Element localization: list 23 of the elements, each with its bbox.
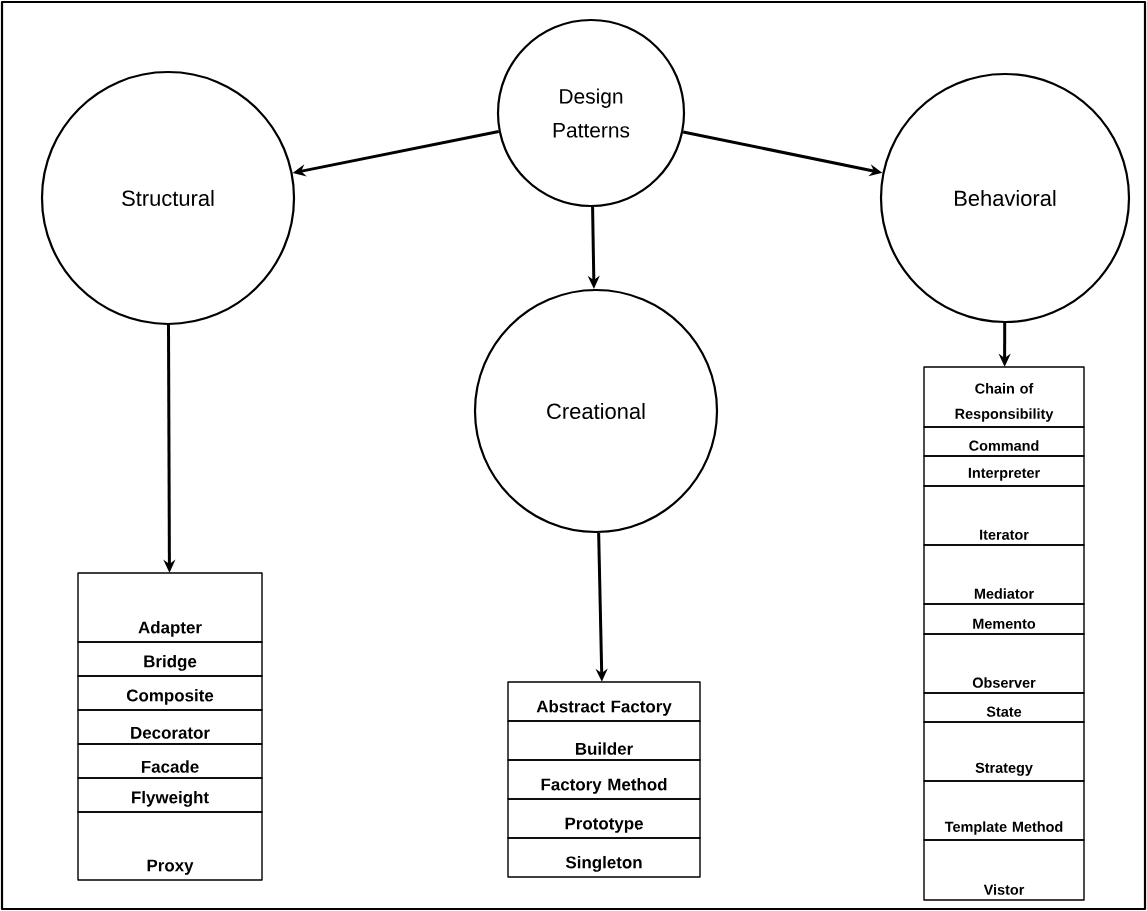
table-cell: Observer (923, 633, 1085, 694)
table-cell: Mediator (923, 544, 1085, 605)
table-cell: Singleton (507, 837, 701, 878)
table-cell: Adapter (77, 572, 263, 643)
table-cell: Iterator (923, 485, 1085, 546)
table-cell: Memento (923, 603, 1085, 635)
table-cell: Command (923, 426, 1085, 457)
table-cell: Prototype (507, 798, 701, 839)
table-cell: Abstract Factory (507, 681, 701, 722)
table-cell: Factory Method (507, 759, 701, 800)
table-cell: Interpreter (923, 455, 1085, 487)
table-cell: Chain of Responsibility (923, 366, 1085, 428)
table-cell: Template Method (923, 780, 1085, 841)
table-cell: Bridge (77, 641, 263, 677)
table-cell: Flyweight (77, 777, 263, 813)
table-cell: Proxy (77, 811, 263, 881)
table-cell: Vistor (923, 839, 1085, 901)
table-cell: Composite (77, 675, 263, 711)
table-cell: State (923, 692, 1085, 723)
table-cell: Strategy (923, 721, 1085, 782)
table-cell: Decorator (77, 709, 263, 745)
table-cell: Facade (77, 743, 263, 779)
table-cell: Builder (507, 720, 701, 761)
